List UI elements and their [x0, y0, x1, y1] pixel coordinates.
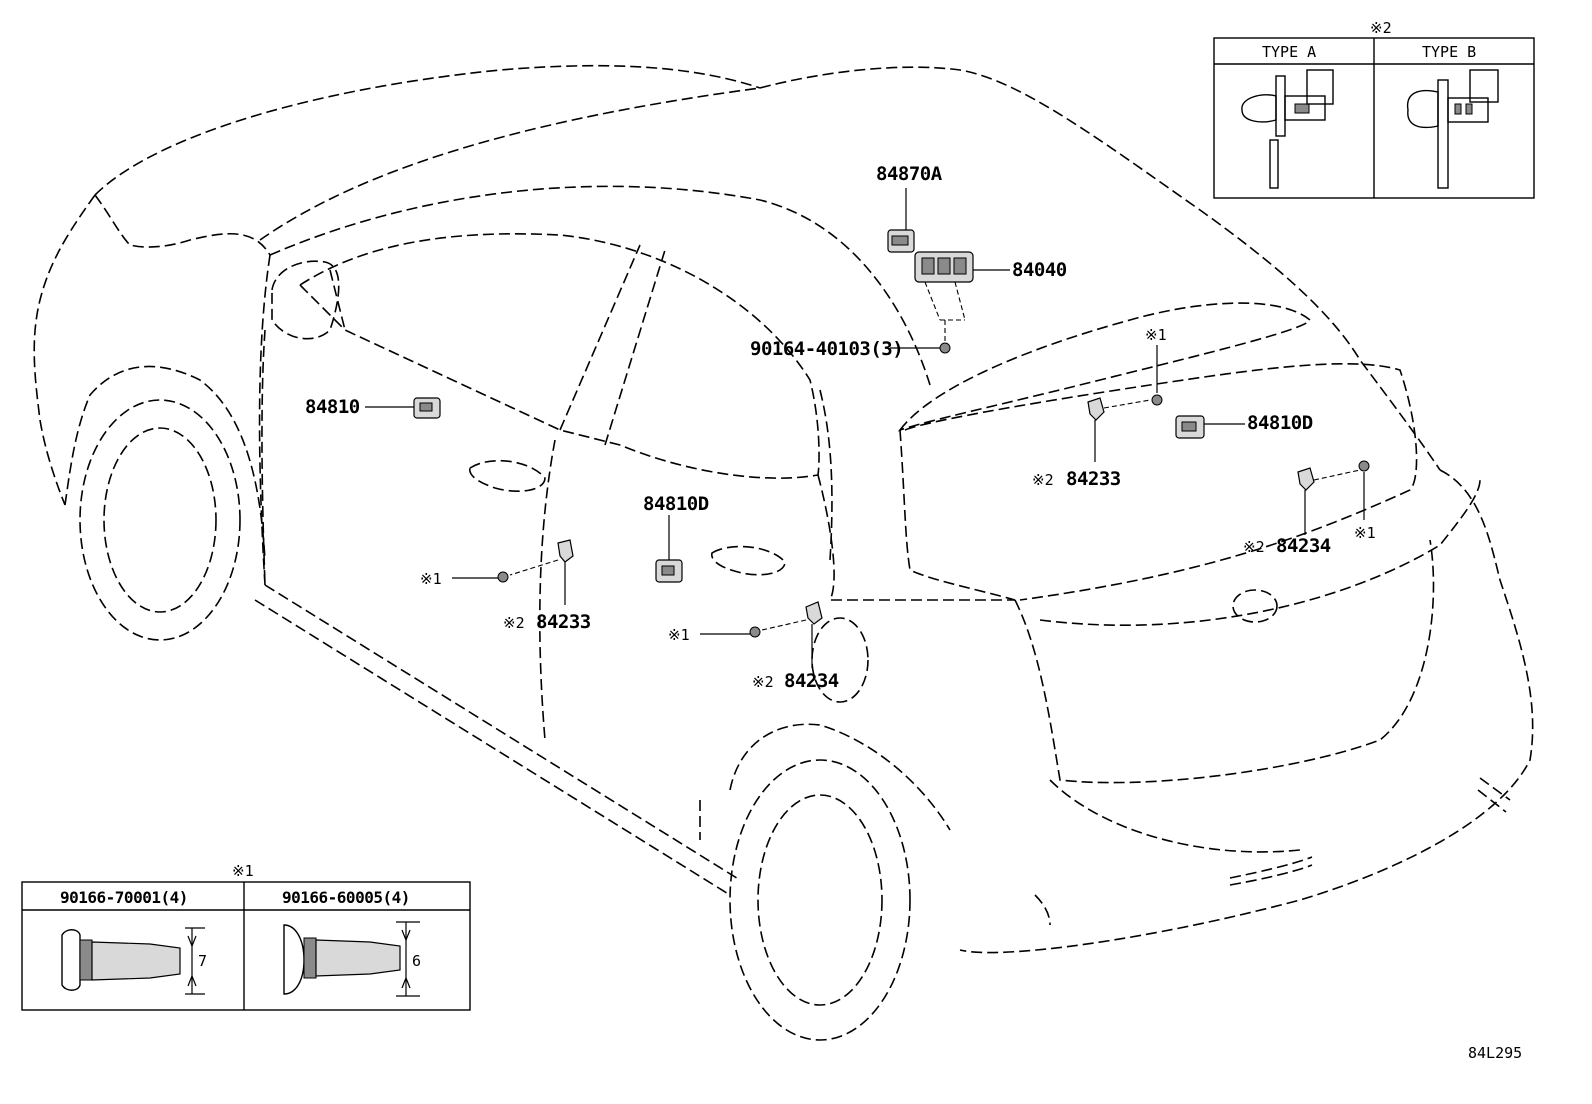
- part-84040-master-switch: [914, 251, 1010, 321]
- label-84870A: 84870A: [876, 163, 943, 185]
- note2-door-84234: ※2: [752, 673, 774, 691]
- diagram-code: 84L295: [1468, 1044, 1522, 1062]
- part-84234-rear-courtesy-switch: [1297, 460, 1370, 535]
- note1-rear-lower: ※1: [1354, 524, 1376, 542]
- part-84810D-rear-switch: [1175, 415, 1245, 439]
- inset-screw-table: ※1 90166-70001(4) 90166-60005(4) 7 6: [21, 862, 471, 1011]
- part-84234-door-courtesy-switch: [700, 601, 823, 668]
- screw-b-drawing: [283, 921, 420, 997]
- label-84233-door: 84233: [536, 611, 591, 633]
- type-a-switch-drawing: [1241, 69, 1334, 189]
- label-84040: 84040: [1012, 259, 1067, 281]
- label-84810D-door: 84810D: [643, 493, 709, 515]
- label-84810: 84810: [305, 396, 360, 418]
- label-90164-40103: 90164-40103(3): [750, 338, 903, 360]
- screw-a-drawing: [61, 927, 205, 995]
- part-90164-screw: [890, 320, 951, 354]
- screw-b-dimension: 6: [412, 952, 421, 970]
- note1-door-upper: ※1: [420, 570, 442, 588]
- inset-type-note: ※2: [1370, 19, 1392, 37]
- inset-type-table: ※2 TYPE A TYPE B: [1213, 19, 1535, 199]
- note2-door-84233: ※2: [503, 614, 525, 632]
- inset-type-b-header: TYPE B: [1422, 43, 1476, 61]
- type-b-switch-drawing: [1406, 69, 1499, 189]
- note2-rear-84233: ※2: [1032, 471, 1054, 489]
- car-body-outline: [33, 64, 1534, 1041]
- part-84810D-door-switch: [655, 515, 683, 583]
- label-84234-door: 84234: [784, 670, 839, 692]
- label-84233-rear: 84233: [1066, 468, 1121, 490]
- note1-rear-upper: ※1: [1145, 326, 1167, 344]
- note2-rear-84234: ※2: [1243, 538, 1265, 556]
- screw-a-dimension: 7: [198, 952, 207, 970]
- note1-door-lower: ※1: [668, 626, 690, 644]
- part-84233-rear-courtesy-switch: [1087, 345, 1163, 462]
- label-84234-rear: 84234: [1276, 535, 1331, 557]
- inset-screw-b-header: 90166-60005(4): [282, 888, 410, 907]
- part-84233-door-courtesy-switch: [452, 539, 574, 605]
- part-84870A-switch: [887, 188, 915, 253]
- inset-screw-note: ※1: [232, 862, 254, 880]
- part-84810-switch: [365, 397, 441, 419]
- inset-screw-a-header: 90166-70001(4): [60, 888, 188, 907]
- label-84810D-rear: 84810D: [1247, 412, 1313, 434]
- inset-type-a-header: TYPE A: [1262, 43, 1316, 61]
